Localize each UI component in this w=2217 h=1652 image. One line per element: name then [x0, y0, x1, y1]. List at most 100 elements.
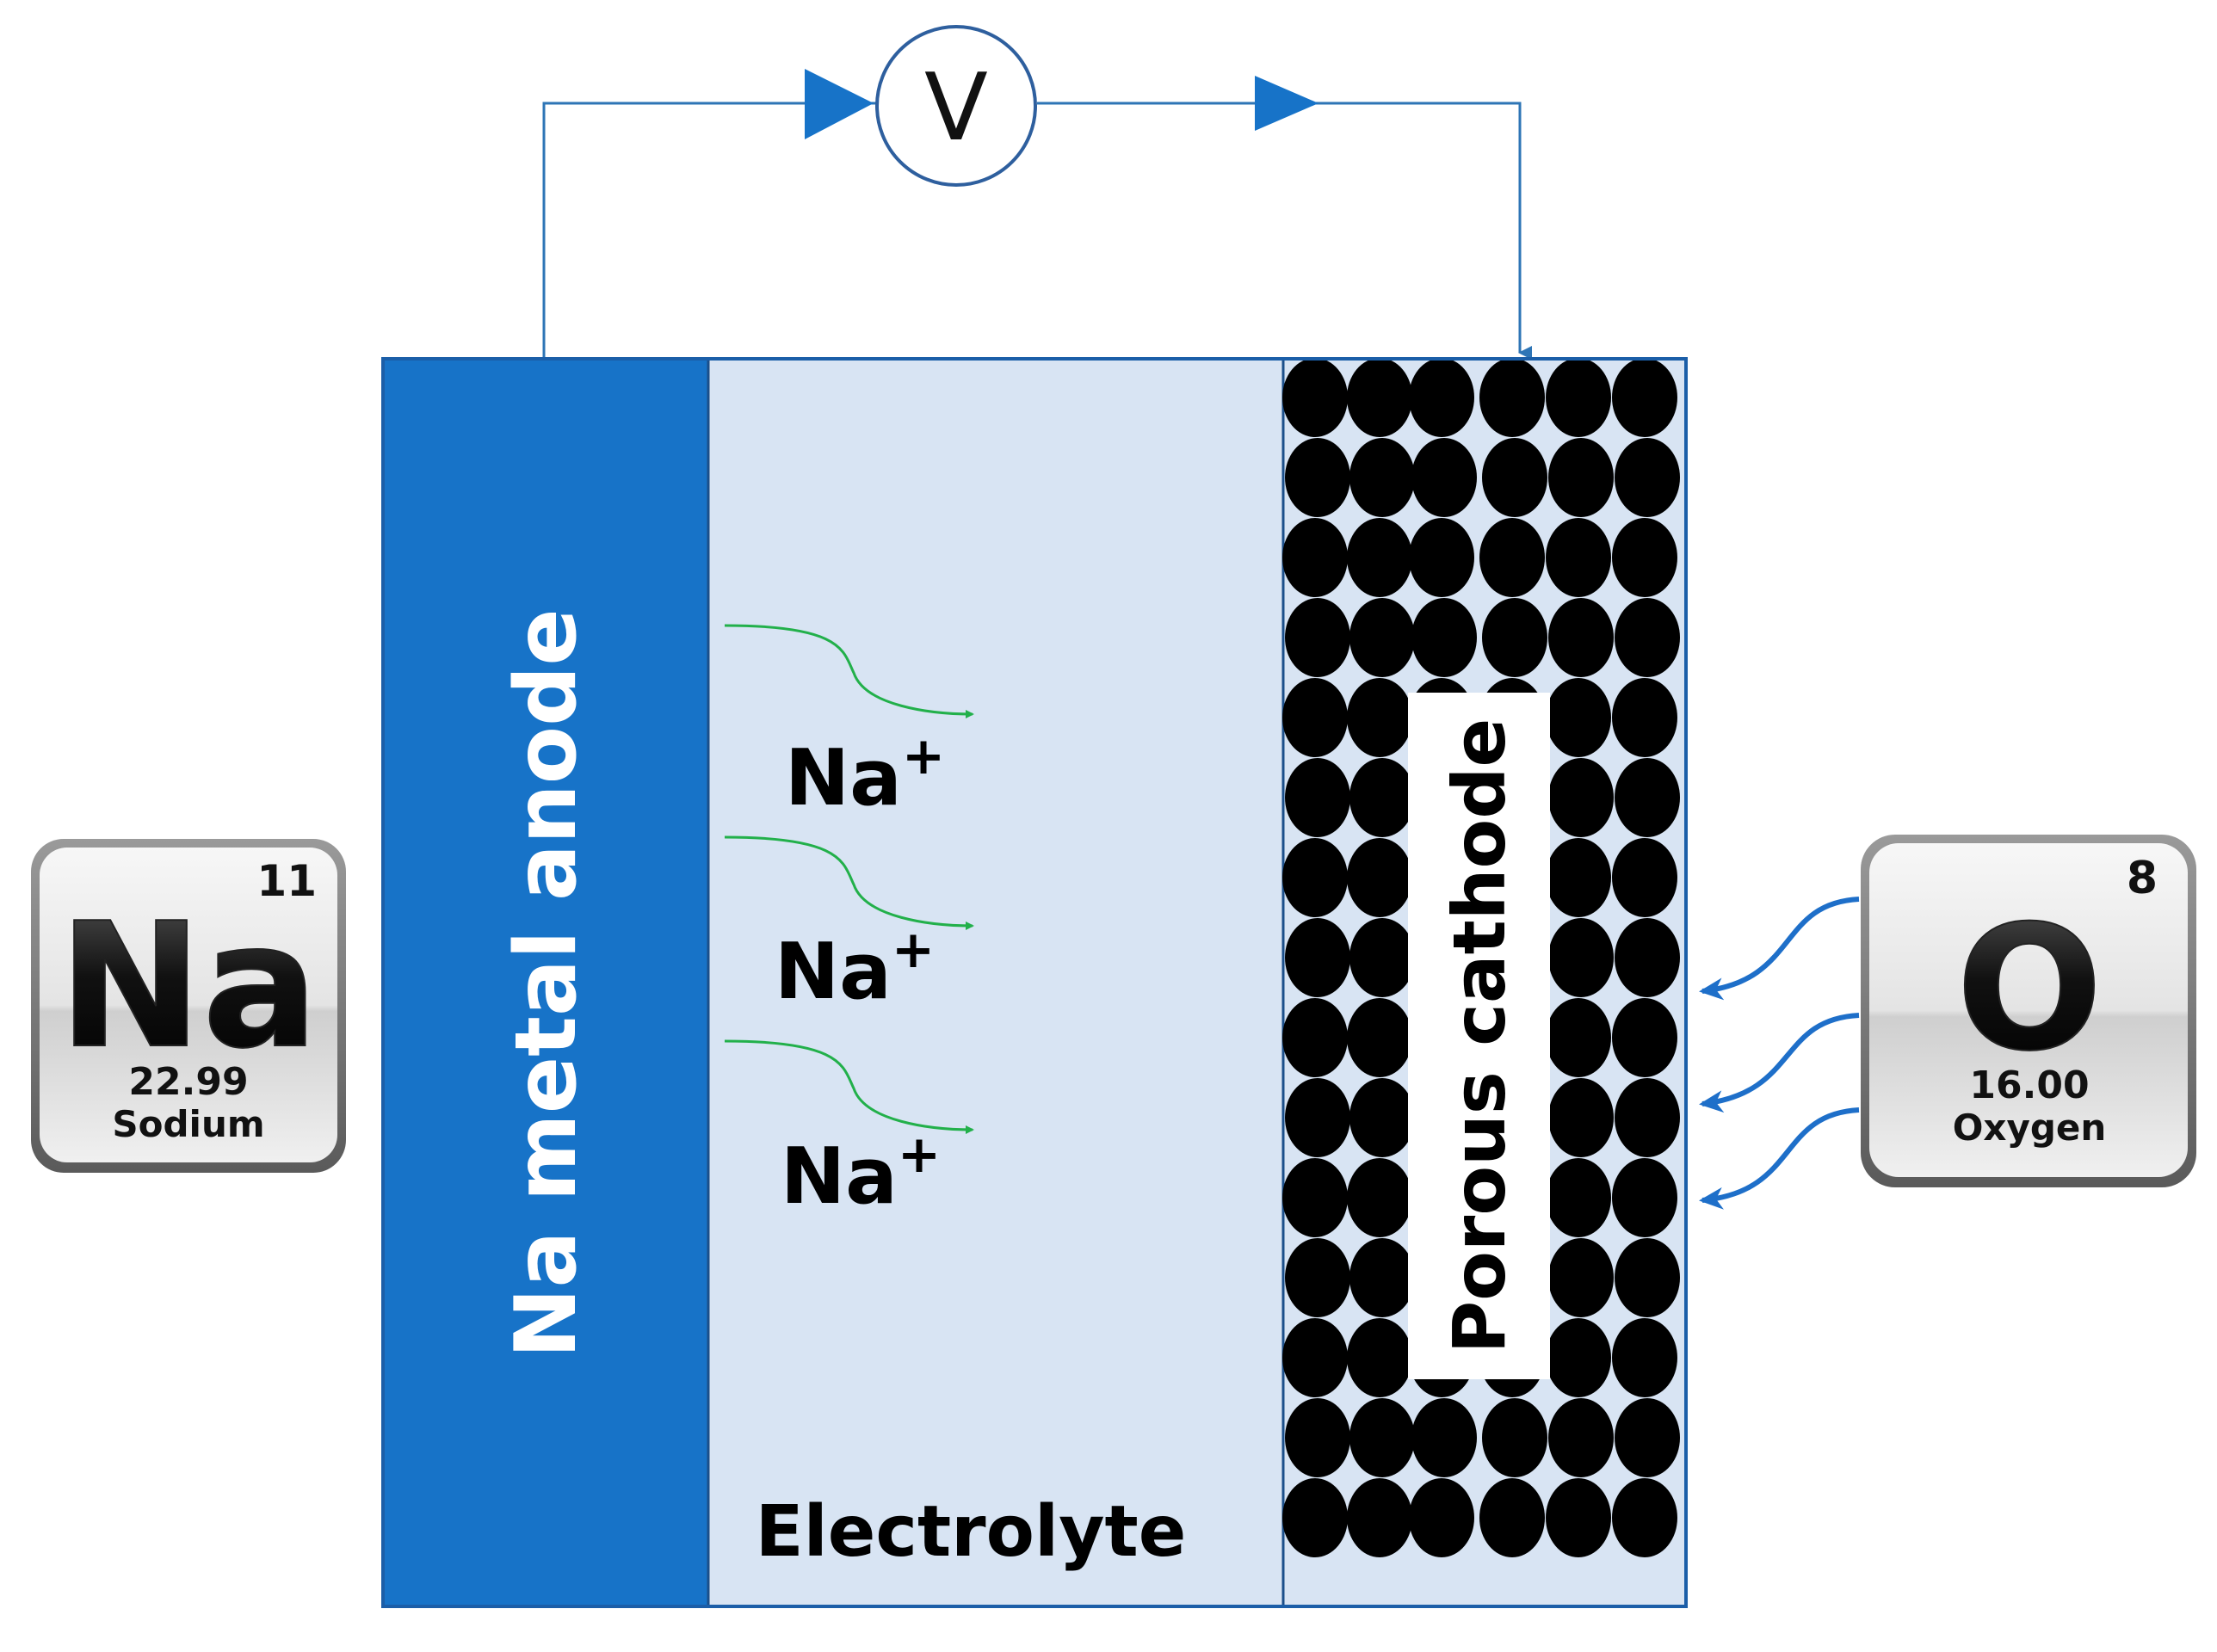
cathode-particle	[1479, 518, 1545, 597]
cathode-particle	[1546, 1158, 1611, 1237]
cathode-label: Porous cathode	[1437, 718, 1522, 1354]
cathode-particle	[1546, 998, 1611, 1077]
cathode-particle	[1615, 438, 1680, 517]
sodium-ion-migration: Na+Na+Na+	[724, 624, 974, 1222]
cathode-particle	[1409, 1478, 1474, 1557]
cathode-particle	[1282, 1478, 1348, 1557]
oxygen-element-tile: 8 O 16.00 Oxygen	[1861, 835, 2196, 1187]
cathode-particle	[1409, 358, 1474, 437]
cathode-particle	[1349, 1398, 1415, 1477]
voltmeter-symbol: V	[924, 54, 988, 162]
cathode-particle	[1285, 598, 1350, 677]
cathode-particle	[1349, 758, 1415, 837]
cathode-particle	[1546, 1318, 1611, 1397]
oxygen-name: Oxygen	[1953, 1106, 2107, 1149]
oxygen-symbol: O	[1956, 889, 2103, 1089]
cathode-particle	[1349, 1238, 1415, 1317]
cathode-particle	[1615, 1078, 1680, 1157]
cathode-particle	[1282, 518, 1348, 597]
cathode-particle	[1349, 1078, 1415, 1157]
cathode-particle	[1548, 918, 1614, 997]
external-circuit: V	[542, 25, 1532, 360]
cathode-particle	[1612, 838, 1677, 917]
oxygen-inflow-arrows	[1699, 897, 1860, 1210]
cathode-particle	[1282, 838, 1348, 917]
sodium-tile-face	[40, 848, 337, 1162]
cathode-particle	[1612, 1478, 1677, 1557]
cathode-particle	[1546, 1478, 1611, 1557]
cathode-particle	[1612, 518, 1677, 597]
cathode-particle	[1548, 1238, 1614, 1317]
cathode-particle	[1546, 358, 1611, 437]
cathode-particle	[1349, 598, 1415, 677]
cathode-particle	[1347, 1478, 1412, 1557]
ion-migration-arrow	[724, 624, 974, 718]
cathode-particle	[1347, 1318, 1412, 1397]
ion-migration-arrow	[724, 835, 974, 930]
cathode-particle	[1479, 1478, 1545, 1557]
cathode-particle	[1615, 918, 1680, 997]
sodium-name: Sodium	[112, 1103, 264, 1145]
cathode-particle	[1285, 1238, 1350, 1317]
cathode-particle	[1282, 1318, 1348, 1397]
cell: Porous cathode Na metal anode Electrolyt…	[381, 357, 1688, 1608]
sodium-ion-label: Na+	[781, 1125, 941, 1222]
anode-label: Na metal anode	[497, 608, 596, 1358]
circuit-wire-left	[542, 102, 876, 357]
circuit-wire-right	[1037, 102, 1532, 360]
cathode-particle	[1409, 518, 1474, 597]
cathode-particle	[1615, 1238, 1680, 1317]
oxygen-arrow-2	[1699, 1013, 1860, 1113]
sodium-symbol: Na	[59, 886, 318, 1087]
cell-outline	[381, 357, 1688, 1608]
cathode-particle	[1282, 1158, 1348, 1237]
cathode-particle	[1282, 998, 1348, 1077]
sodium-ion-label: Na+	[785, 726, 945, 823]
electrolyte-label: Electrolyte	[756, 1491, 1187, 1573]
sodium-element-tile: 11 Na 22.99 Sodium	[31, 839, 346, 1173]
cathode-particle	[1482, 1398, 1547, 1477]
cathode-particle	[1285, 438, 1350, 517]
electron-flow-arrow-left	[805, 69, 874, 139]
cathode-particle	[1548, 598, 1614, 677]
cathode-label-box	[1408, 693, 1550, 1379]
cathode-particle	[1615, 1398, 1680, 1477]
cathode-particle	[1479, 358, 1545, 437]
oxygen-atomic-mass: 16.00	[1969, 1063, 2089, 1107]
cathode-particle	[1548, 438, 1614, 517]
cathode-particle	[1548, 758, 1614, 837]
oxygen-tile-face	[1869, 843, 2188, 1177]
oxygen-atomic-number: 8	[2127, 853, 2158, 904]
cathode-particle	[1347, 1158, 1412, 1237]
cathode-particle	[1612, 1158, 1677, 1237]
anode-region	[383, 359, 708, 1606]
ion-migration-arrow	[724, 1039, 974, 1134]
cathode-particle	[1546, 678, 1611, 757]
voltmeter-circle	[875, 25, 1037, 187]
cathode-particle	[1347, 358, 1412, 437]
cathode-particle	[1285, 1398, 1350, 1477]
sodium-atomic-mass: 22.99	[128, 1060, 248, 1104]
cathode-particle	[1347, 678, 1412, 757]
cathode-particle	[1482, 438, 1547, 517]
cathode-particle	[1615, 758, 1680, 837]
cathode-particle	[1411, 438, 1477, 517]
cathode-particle	[1285, 1078, 1350, 1157]
cathode-particle	[1347, 518, 1412, 597]
cathode-particle	[1282, 678, 1348, 757]
cathode-particle	[1546, 518, 1611, 597]
cathode-particle	[1482, 598, 1547, 677]
cathode-particle	[1612, 1318, 1677, 1397]
cathode-particle	[1282, 358, 1348, 437]
cathode-particle	[1411, 598, 1477, 677]
cathode-particle	[1612, 678, 1677, 757]
cathode-particle	[1612, 358, 1677, 437]
oxygen-arrow-1	[1699, 897, 1860, 1001]
cathode-particle	[1548, 1398, 1614, 1477]
electron-flow-arrow-right	[1255, 76, 1318, 131]
cathode-particle	[1347, 998, 1412, 1077]
electrolyte-region	[708, 359, 1283, 1606]
cathode-particle	[1347, 838, 1412, 917]
